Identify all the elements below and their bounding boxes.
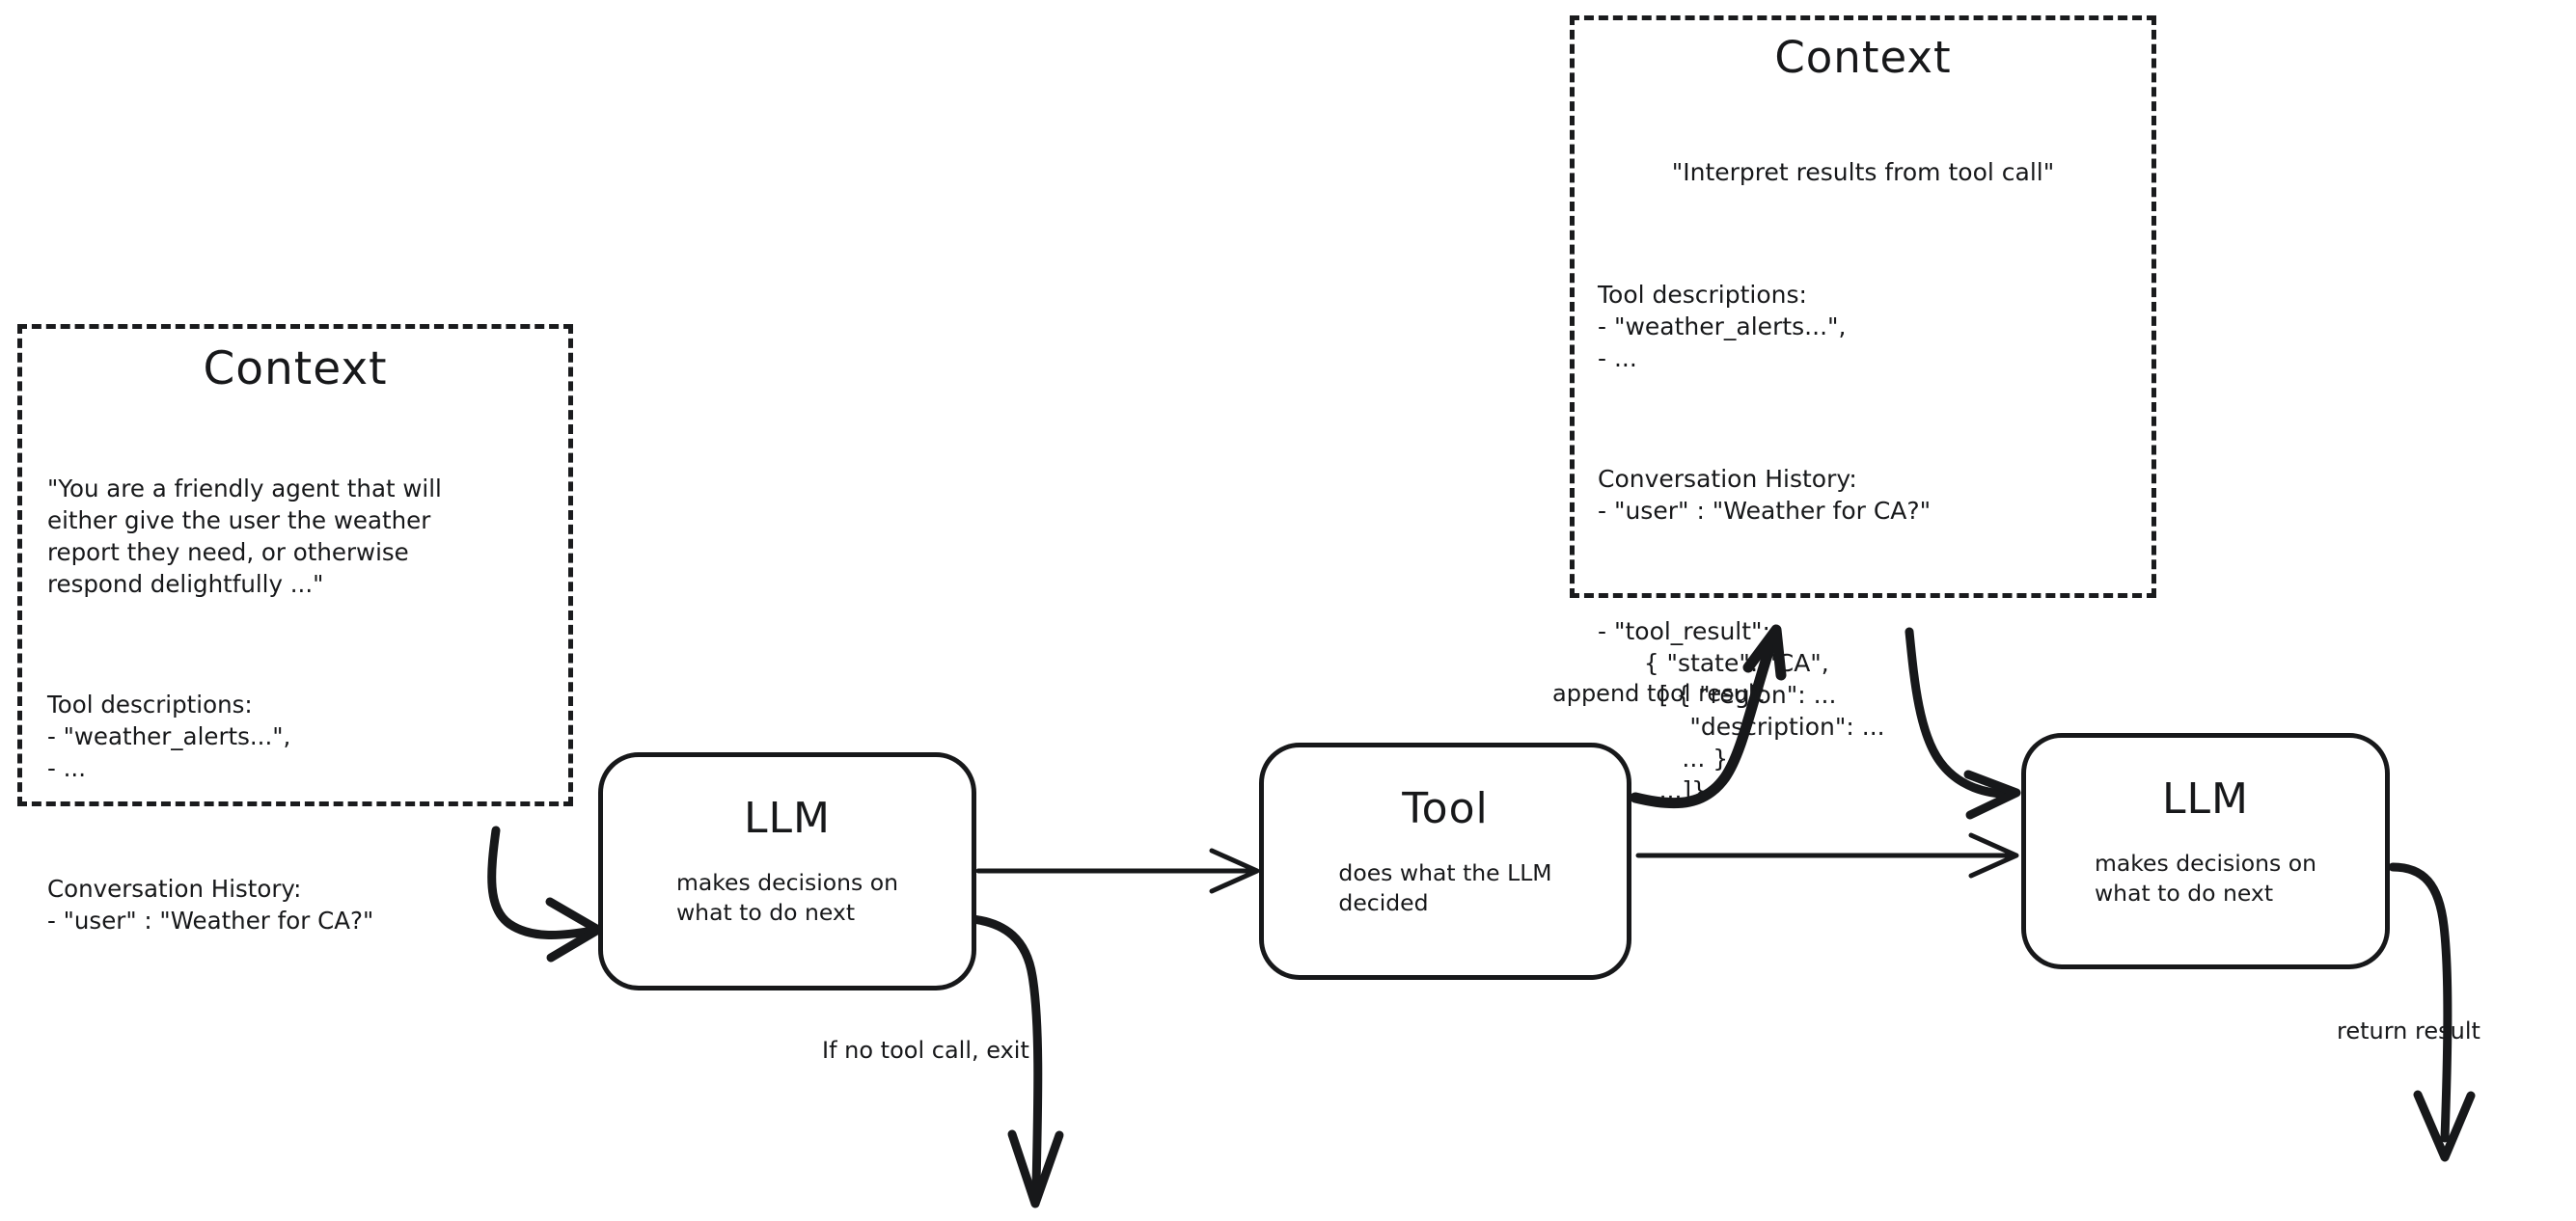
context-right-system-prompt: "Interpret results from tool call"	[1671, 158, 2055, 186]
context-right-tool-descriptions: Tool descriptions: - "weather_alerts..."…	[1598, 281, 1847, 372]
arrow-no-tool-call-exit	[968, 914, 1064, 1208]
arrow-tool-to-llm2	[1635, 832, 2019, 879]
node-llm-first-subtitle: makes decisions on what to do next	[675, 869, 899, 926]
context-right-body: "Interpret results from tool call" Tool …	[1575, 93, 2151, 870]
arrow-return-result	[2388, 862, 2476, 1162]
edge-label-return-result: return result	[2337, 1018, 2480, 1045]
arrow-append-tool-result	[1630, 624, 1787, 809]
node-llm-first[interactable]: LLM makes decisions on what to do next	[598, 752, 976, 990]
edge-label-append-tool-result: append tool result	[1552, 680, 1764, 707]
node-tool-subtitle: does what the LLM decided	[1338, 859, 1552, 916]
arrow-llm-to-tool	[975, 848, 1260, 894]
context-left-body: "You are a friendly agent that will eith…	[22, 409, 568, 1000]
context-right-tool-result: - "tool_result": { "state": "CA", [ { "r…	[1598, 617, 1885, 804]
arrow-context-right-to-llm2	[1905, 627, 2021, 820]
context-panel-left: Context "You are a friendly agent that w…	[17, 324, 573, 935]
node-llm-first-title: LLM	[744, 794, 831, 843]
context-panel-right: Context "Interpret results from tool cal…	[1570, 15, 2156, 804]
node-llm-second-title: LLM	[2162, 774, 2249, 824]
node-tool-title: Tool	[1402, 784, 1489, 833]
context-right-conversation-history: Conversation History: - "user" : "Weathe…	[1598, 465, 1932, 525]
edge-label-no-tool-call: If no tool call, exit	[822, 1037, 1029, 1064]
node-llm-second-subtitle: makes decisions on what to do next	[2094, 850, 2317, 907]
context-left-tool-descriptions: Tool descriptions: - "weather_alerts..."…	[47, 691, 291, 782]
node-tool[interactable]: Tool does what the LLM decided	[1259, 743, 1631, 980]
context-left-conversation-history: Conversation History: - "user" : "Weathe…	[47, 875, 374, 935]
context-right-title: Context	[1774, 32, 1952, 83]
context-left-title: Context	[203, 342, 388, 395]
context-left-system-prompt: "You are a friendly agent that will eith…	[47, 475, 442, 598]
node-llm-second[interactable]: LLM makes decisions on what to do next	[2021, 733, 2390, 969]
